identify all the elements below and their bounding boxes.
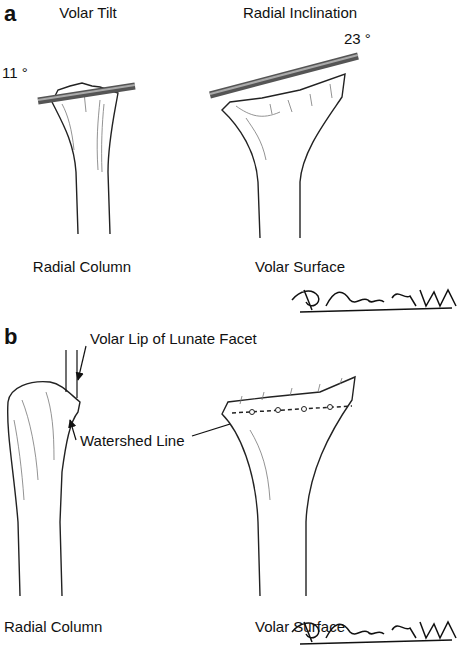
radial-inclination-bar xyxy=(210,56,358,95)
radius-bone xyxy=(8,382,80,596)
bone-shading xyxy=(14,392,54,500)
volar-tilt-bar xyxy=(38,86,135,101)
angle-value: 11 ° xyxy=(2,64,28,82)
measure-title: Radial Inclination xyxy=(243,4,357,22)
bone-shading xyxy=(240,378,342,500)
signature xyxy=(292,290,456,312)
measure-title: Volar Tilt xyxy=(59,4,117,22)
radius-bone xyxy=(222,377,355,596)
leader-arrow xyxy=(70,420,76,440)
radius-bone xyxy=(222,74,345,238)
pin xyxy=(250,410,255,415)
lip-width-mark xyxy=(65,350,66,392)
radius-bone xyxy=(52,83,118,234)
bone-shading xyxy=(236,84,332,160)
view-caption: Volar Surface xyxy=(255,258,345,276)
panel-letter: b xyxy=(4,325,17,349)
view-caption: Volar Surface xyxy=(255,618,345,636)
view-caption: Radial Column xyxy=(4,618,102,636)
pin xyxy=(302,407,307,412)
pin xyxy=(328,405,333,410)
part-label: Watershed Line xyxy=(80,432,185,450)
bone-shading xyxy=(62,92,104,172)
view-caption: Radial Column xyxy=(33,258,131,276)
angle-value: 23 ° xyxy=(344,30,371,48)
pin xyxy=(276,408,281,413)
radial-inclination-bar-highlight xyxy=(210,55,358,94)
leader-arrow xyxy=(78,346,86,380)
volar-tilt-bar-highlight xyxy=(38,85,135,100)
panel-letter: a xyxy=(4,2,16,26)
part-label: Volar Lip of Lunate Facet xyxy=(90,330,257,348)
lip-width-mark xyxy=(76,350,77,398)
